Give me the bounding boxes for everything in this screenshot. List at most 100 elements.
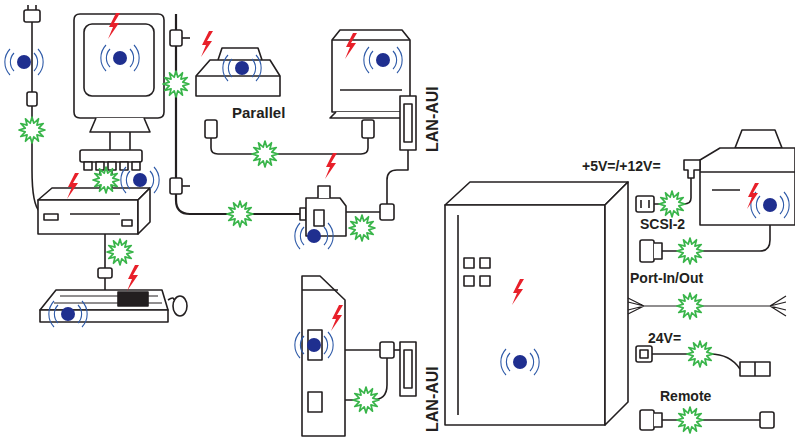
- radiation-mark: [501, 349, 539, 375]
- rack-button: [464, 276, 474, 286]
- scsi-connector: [654, 243, 662, 259]
- remote-connector: [654, 413, 662, 427]
- cable-label: 24V=: [648, 330, 681, 346]
- t-connector: [170, 30, 182, 46]
- laser-printer: [332, 30, 410, 112]
- remote-connector: [760, 412, 774, 428]
- mouse-cable: [168, 298, 174, 300]
- t-connector: [170, 178, 182, 194]
- radiation-mark: [49, 301, 87, 327]
- coupling-burst: [252, 141, 278, 167]
- interference-marks: [67, 13, 759, 331]
- rack-top: [445, 182, 628, 205]
- lightning-bolt: [108, 13, 120, 39]
- radiation-marks: [5, 45, 789, 375]
- lan-wall-plate: [400, 96, 416, 150]
- coupling-burst: [677, 407, 703, 433]
- computer-top: [38, 188, 150, 200]
- keyboard-cable: [104, 234, 106, 268]
- power-button: [122, 220, 132, 226]
- keyboard-cable: [104, 278, 106, 290]
- devices: [24, 5, 795, 436]
- coupling-burst: [353, 387, 379, 413]
- plug-prongs: [28, 5, 36, 10]
- lan-wall-plate: [404, 104, 412, 142]
- printer: [196, 75, 280, 77]
- lan-wall-plate: [400, 342, 416, 396]
- power-plug: [684, 160, 700, 178]
- molex-connector: [641, 200, 649, 208]
- parallel-plug: [205, 120, 217, 138]
- wall-plug: [24, 10, 40, 22]
- keyboard-plug: [98, 268, 112, 278]
- lightning-bolt: [201, 31, 213, 57]
- computer-side: [138, 188, 150, 234]
- monitor-screen: [84, 24, 154, 96]
- cable-label: +5V=/+12V=: [582, 158, 661, 174]
- coupling-burst: [687, 341, 713, 367]
- coupling-burst: [19, 117, 45, 143]
- lightning-bolt: [345, 33, 357, 59]
- transceiver-plug: [318, 186, 330, 198]
- lightning-bolt: [67, 173, 79, 199]
- monitor-stand: [90, 118, 150, 132]
- coupling-burst: [677, 293, 703, 319]
- coax-connector: [300, 208, 306, 220]
- aui-cable: [387, 150, 408, 204]
- keyboard-keys: [118, 292, 148, 306]
- aui-cable: [345, 349, 380, 351]
- drive-slot: [70, 213, 120, 215]
- network-device: [302, 276, 345, 436]
- drive-slot: [44, 214, 58, 220]
- rack-front: [445, 205, 605, 425]
- video-cable: [110, 132, 130, 150]
- power-cable: [31, 22, 33, 92]
- coax-cable: [176, 14, 300, 214]
- cable-label: LAN-AUI: [424, 86, 442, 152]
- lightning-bolt: [325, 153, 337, 179]
- mouse: [173, 296, 187, 316]
- port-cable: [628, 296, 786, 316]
- bnc-connector: [84, 162, 92, 170]
- parallel-plug: [362, 120, 374, 138]
- aui-plug: [380, 342, 394, 358]
- lightning-bolt: [331, 305, 343, 331]
- aui-cable: [394, 349, 400, 351]
- rack-button: [480, 276, 490, 286]
- t-connector: [182, 185, 190, 187]
- cable-label: Port-In/Out: [630, 270, 703, 286]
- remote-connector: [640, 410, 654, 430]
- coupling-burst: [677, 238, 703, 264]
- radiation-mark: [5, 49, 43, 75]
- network-device: [302, 289, 338, 291]
- aui-cable: [346, 211, 380, 213]
- rack-rail: [457, 215, 459, 415]
- scsi-connector: [640, 240, 654, 262]
- coupling-burst: [349, 215, 375, 241]
- bnc-strip: [80, 150, 142, 162]
- radiation-mark: [364, 47, 402, 73]
- coupling-burst: [107, 239, 133, 265]
- cable-label: Remote: [660, 388, 711, 404]
- power-terminal: [754, 362, 756, 376]
- transceiver-detail: [314, 210, 324, 226]
- radiation-mark: [121, 167, 159, 193]
- printer-paper: [218, 48, 262, 60]
- coupling-marks: [19, 71, 713, 433]
- computer-front: [38, 200, 138, 234]
- tape-drive-top: [735, 130, 782, 148]
- tape-drive: [700, 148, 795, 225]
- cable-label: SCSI-2: [640, 216, 685, 232]
- coupling-burst: [93, 167, 119, 193]
- bnc-connector: [132, 162, 140, 170]
- tape-drive: [700, 172, 795, 190]
- power-terminal: [740, 362, 770, 376]
- lightning-bolt: [512, 279, 524, 305]
- radiation-mark: [223, 55, 261, 81]
- power-connector: [636, 346, 652, 362]
- coupling-burst: [163, 71, 189, 97]
- device-detail: [308, 392, 322, 412]
- aui-plug: [380, 204, 394, 220]
- rack-button: [480, 258, 490, 268]
